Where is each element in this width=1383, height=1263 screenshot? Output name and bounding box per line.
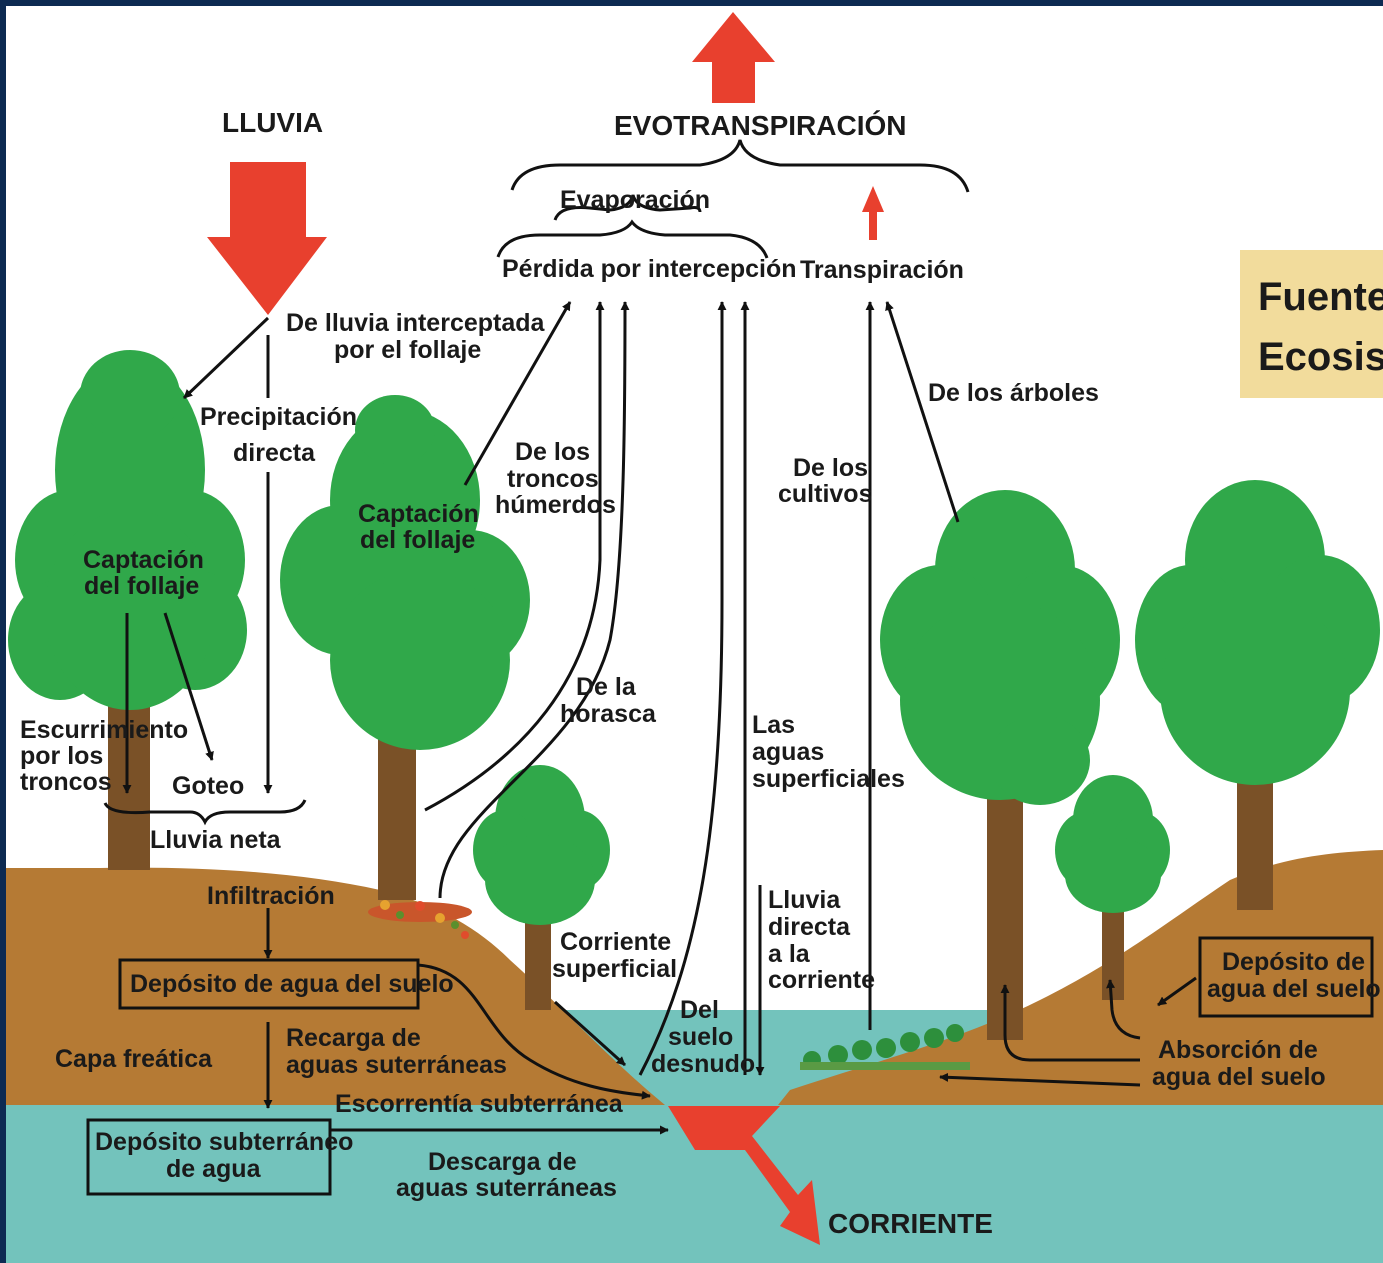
label-precipitacion-2: directa (233, 439, 316, 467)
label-descarga-1: Descarga de (428, 1148, 577, 1176)
label-superficiales-1: Las (752, 711, 795, 739)
label-lluvia-directa-2: directa (768, 913, 851, 941)
label-horasca-1: De la (576, 673, 637, 701)
label-superficiales-3: superficiales (752, 765, 905, 793)
tree-icon (880, 490, 1120, 1040)
label-recarga-1: Recarga de (286, 1024, 421, 1052)
label-escurrimiento-1: Escurrimiento (20, 716, 188, 744)
braces (103, 139, 970, 826)
groundwater-box (86, 1118, 332, 1196)
label-escurrimiento-3: troncos (20, 768, 112, 796)
side-note-line-2: Ecosist (1258, 335, 1383, 379)
label-infiltracion: Infiltración (207, 882, 335, 910)
label-corriente: CORRIENTE (828, 1208, 993, 1239)
label-deposito-right-2: agua del suelo (1207, 975, 1381, 1003)
label-escurrimiento-2: por los (20, 742, 103, 770)
soil-right (778, 850, 1383, 1105)
stream-channel (668, 1106, 820, 1245)
label-troncos-2: troncos (507, 465, 599, 493)
label-absorcion-1: Absorción de (1158, 1036, 1318, 1064)
label-captacion-left-2: del follaje (84, 572, 199, 600)
label-lluvia: LLUVIA (222, 107, 323, 138)
label-recarga-2: aguas suterráneas (286, 1051, 507, 1079)
label-absorcion-2: agua del suelo (1152, 1063, 1326, 1091)
label-deposito-right-1: Depósito de (1222, 948, 1365, 976)
tree-icon (280, 395, 530, 900)
label-evaporacion: Evaporación (560, 186, 710, 214)
soil-water-box (118, 958, 420, 1010)
label-deposito-subterraneo-2: de agua (166, 1155, 262, 1183)
label-arboles: De los árboles (928, 379, 1099, 407)
leaf-litter-icon (368, 900, 472, 939)
label-escorrentia: Escorrentía subterránea (335, 1090, 624, 1118)
label-captacion-mid-1: Captación (358, 500, 479, 528)
label-evotranspiracion: EVOTRANSPIRACIÓN (614, 110, 906, 141)
label-goteo: Goteo (172, 772, 244, 800)
up-arrow-icon (862, 186, 884, 240)
label-deposito-subterraneo-1: Depósito subterráneo (95, 1128, 353, 1156)
label-troncos-1: De los (515, 438, 590, 466)
label-superficiales-2: aguas (752, 738, 824, 766)
label-cultivos-1: De los (793, 454, 868, 482)
tree-icon (8, 350, 247, 870)
label-suelo-desnudo-3: desnudo (651, 1050, 755, 1078)
label-transpiracion: Transpiración (800, 256, 964, 284)
label-capa-freatica: Capa freática (55, 1045, 213, 1073)
side-note-line-1: Fuente (1258, 275, 1383, 319)
label-corriente-superficial-1: Corriente (560, 928, 671, 956)
label-descarga-2: aguas suterráneas (396, 1174, 617, 1202)
down-arrow-icon (207, 162, 327, 315)
soil-left (6, 867, 665, 1105)
label-lluvia-directa-4: corriente (768, 966, 875, 994)
label-interceptada-1: De lluvia interceptada (286, 309, 546, 337)
label-suelo-desnudo-2: suelo (668, 1023, 733, 1051)
label-precipitacion-1: Precipitación (200, 403, 357, 431)
flow-arrows (122, 301, 1197, 1135)
tree-icon (473, 765, 610, 1010)
label-cultivos-2: cultivos (778, 480, 872, 508)
label-lluvia-neta: Lluvia neta (150, 826, 282, 854)
label-captacion-mid-2: del follaje (360, 526, 475, 554)
label-deposito-suelo: Depósito de agua del suelo (130, 970, 454, 998)
up-arrow-icon (692, 12, 775, 103)
label-lluvia-directa-3: a la (768, 940, 811, 968)
label-perdida-intercepcion: Pérdida por intercepción (502, 255, 797, 283)
label-lluvia-directa-1: Lluvia (768, 886, 841, 914)
label-captacion-left-1: Captación (83, 546, 204, 574)
tree-icon (1055, 775, 1170, 1000)
label-troncos-3: húmerdos (495, 491, 616, 519)
soil-water-box-right (1198, 936, 1374, 1018)
label-corriente-superficial-2: superficial (552, 955, 677, 983)
side-note: Fuente Ecosist (1240, 250, 1383, 398)
tree-icon (1135, 480, 1380, 910)
label-suelo-desnudo-1: Del (680, 996, 719, 1024)
label-horasca-2: horasca (560, 700, 657, 728)
label-interceptada-2: por el follaje (334, 336, 481, 364)
crops-icon (800, 1024, 970, 1070)
